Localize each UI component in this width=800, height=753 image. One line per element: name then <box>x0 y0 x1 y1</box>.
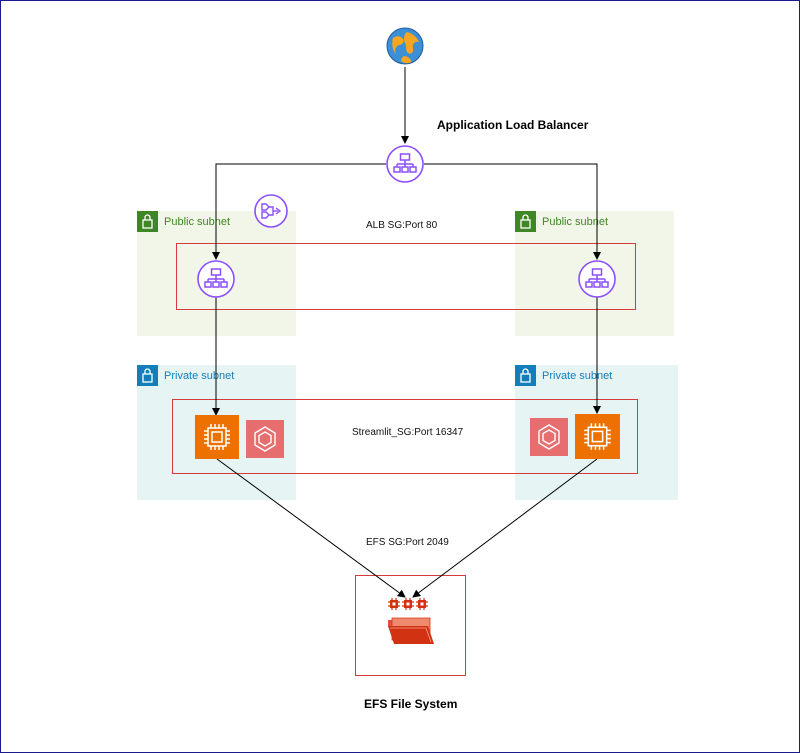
streamlit-sg-label: Streamlit_SG:Port 16347 <box>352 427 464 438</box>
public-subnet-label: Public subnet <box>542 216 609 228</box>
load-balancer-node-icon <box>578 260 616 298</box>
load-balancer-node-icon <box>197 260 235 298</box>
public-subnet-lock-icon <box>137 211 158 232</box>
edge-alb-to-right <box>424 163 601 260</box>
alb-security-group <box>176 243 636 310</box>
efs-title: EFS File System <box>364 697 458 711</box>
private-subnet-lock-icon <box>137 365 158 386</box>
ecs-container-icon <box>530 418 568 456</box>
load-balancer-icon <box>386 145 424 183</box>
efs-sg-label: EFS SG:Port 2049 <box>366 537 449 548</box>
private-subnet-lock-icon <box>515 365 536 386</box>
edge-alb-to-left <box>212 163 386 260</box>
globe-icon <box>386 27 424 65</box>
efs-file-system-icon <box>388 598 434 644</box>
streamlit-security-group <box>172 399 638 474</box>
ec2-instance-icon <box>195 415 239 459</box>
nat-gateway-icon <box>254 194 288 228</box>
alb-title: Application Load Balancer <box>437 118 589 132</box>
private-subnet-label: Private subnet <box>542 370 613 382</box>
alb-sg-label: ALB SG:Port 80 <box>366 220 438 231</box>
edge-ec2-left-to-efs <box>216 458 406 598</box>
public-subnet-label: Public subnet <box>164 216 231 228</box>
private-subnet-label: Private subnet <box>164 370 235 382</box>
ecs-container-icon <box>246 420 284 458</box>
public-subnet-lock-icon <box>515 211 536 232</box>
efs-security-group <box>355 575 466 676</box>
edge-ec2-right-to-efs <box>412 458 598 598</box>
ec2-instance-icon <box>575 414 620 459</box>
